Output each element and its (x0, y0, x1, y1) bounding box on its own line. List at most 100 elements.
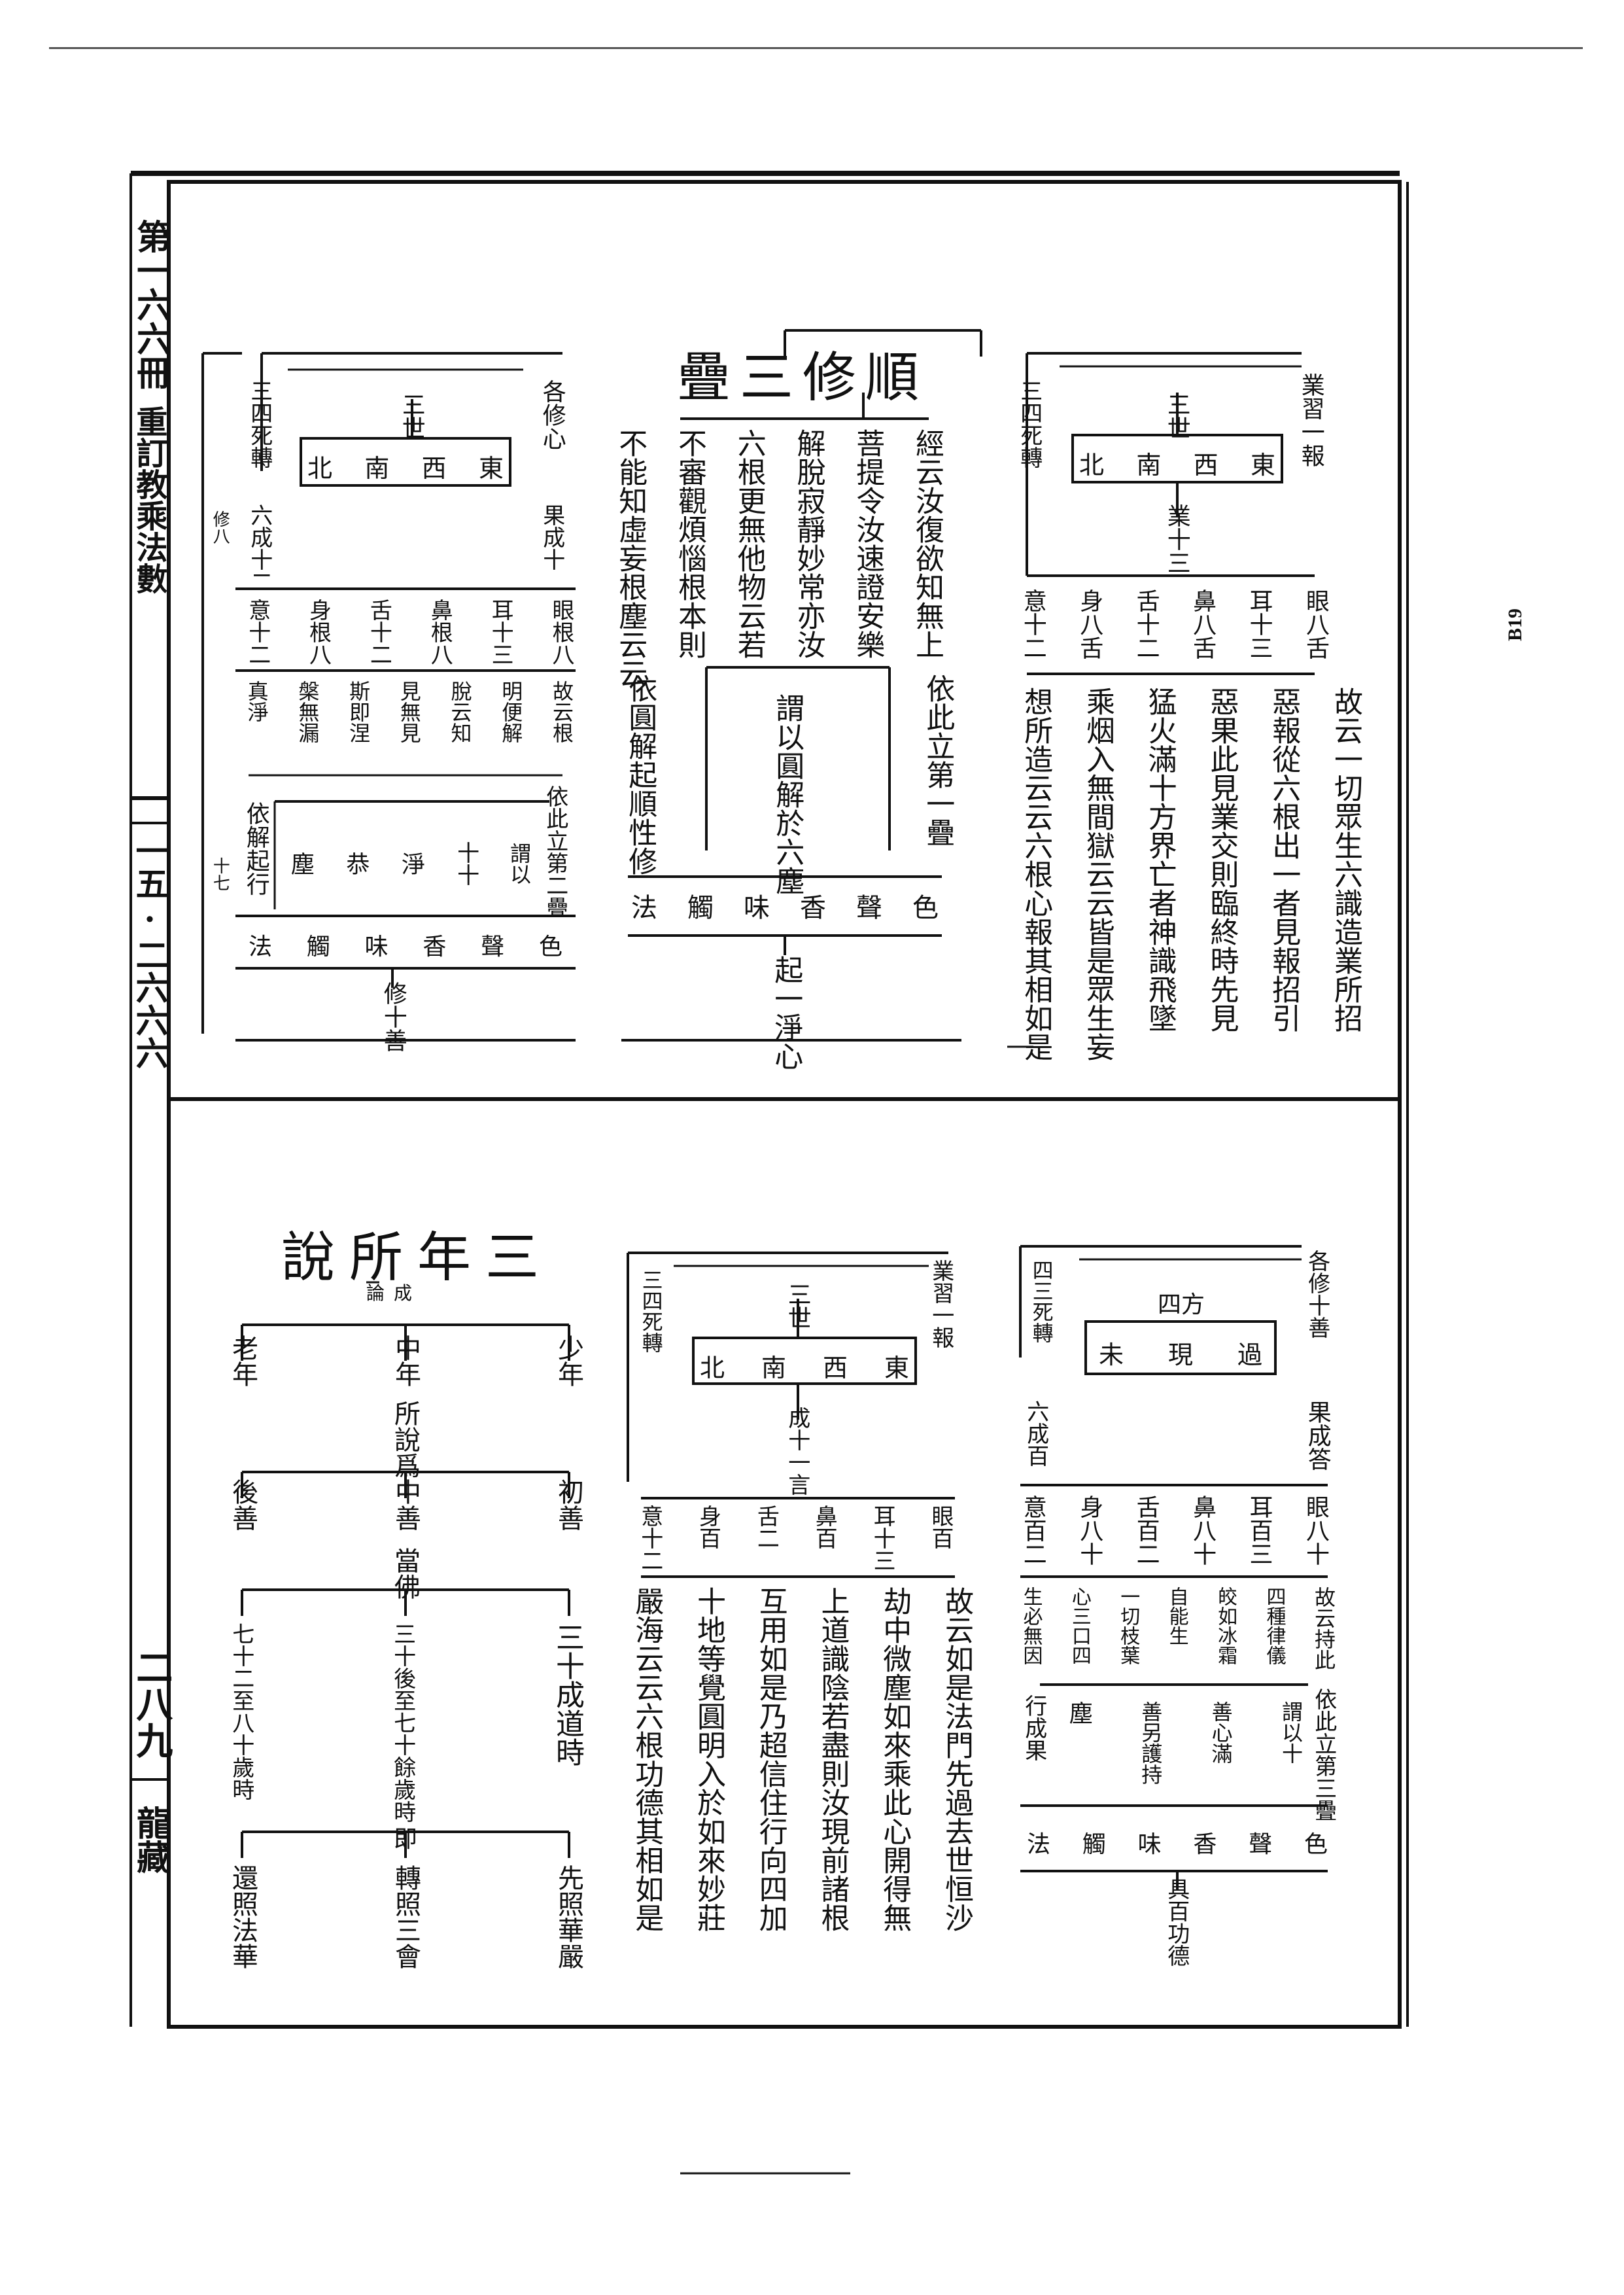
dust-item: 法 (1027, 1831, 1051, 1858)
direction-label: 西 (1193, 451, 1218, 480)
age-item: 中年 (390, 1335, 421, 1387)
times-row: 三十成道時 三十後至七十餘歲時 七十二至八十歲時 (228, 1622, 584, 1825)
root-item: 身八十 (1076, 1495, 1103, 1566)
lr-times: 過 現 未 (1099, 1335, 1262, 1371)
lower-title: 三年所說 (281, 1227, 554, 1289)
mid-right-label: 依此立第一疊 (921, 674, 955, 847)
subtitle-char: 論 (366, 1282, 385, 1304)
root-item: 耳十三 (487, 599, 514, 665)
ur-side: 三四死轉 (1016, 379, 1043, 468)
lm-roots: 眼百 耳十三 鼻百 舌二 身百 意十二 (637, 1505, 954, 1573)
root-item: 意十二 (1019, 589, 1046, 659)
root-item: 意百二 (1019, 1495, 1046, 1566)
dust-item: 味 (744, 893, 770, 923)
ur-roots: 眼八舌 耳十三 鼻八舌 舌十二 身八舌 意十二 (1019, 589, 1329, 667)
lr-dusts-row: 色 聲 香 味 觸 法 (1027, 1825, 1328, 1859)
ul-side-note-1: 修八 (210, 510, 230, 544)
sutra-col: 菩提令汝速證安樂 (851, 429, 885, 659)
sutra-col: 經云汝復欲知無上 (910, 429, 944, 659)
purified-item: 善另護持 (1138, 1701, 1164, 1785)
margin-page-ref: 一五·二六六六 (130, 834, 169, 1069)
text-col: 惡報從六根出一者見報招引 (1267, 687, 1301, 1032)
ur-directions: 東 西 南 北 (1079, 445, 1275, 481)
ages-row: 少年 中年 老年 (228, 1335, 583, 1407)
dust-item: 色 (912, 893, 939, 923)
margin-page-number: 二八九 (130, 1649, 173, 1759)
upper-dusts-row: 色 聲 香 味 觸 法 (631, 886, 939, 924)
time-label: 現 (1167, 1340, 1193, 1369)
root-item: 耳十三 (869, 1505, 896, 1571)
purified-item: 善心滿 (1208, 1701, 1234, 1764)
good-item: 中善 (390, 1479, 421, 1531)
root-item: 舌百二 (1132, 1495, 1160, 1566)
ur-hub: 業十三 (1163, 504, 1190, 574)
effect-item: 明便解 (498, 680, 524, 743)
purified-item: 塵 (1065, 1701, 1092, 1725)
purified-item: 十十 (453, 841, 479, 886)
direction-label: 南 (364, 454, 390, 483)
pure-mind-label: 起一淨心 (769, 955, 803, 1070)
effect-item: 生必無因 (1019, 1586, 1043, 1665)
dust-item: 味 (364, 934, 389, 960)
upper-sutra-text: 經云汝復欲知無上 菩提令汝速證安樂 解脫寂靜妙常亦汝 六根更無他物云若 不審觀煩… (613, 429, 944, 688)
direction-label: 南 (1136, 451, 1162, 480)
purified-item: 謂以十 (1278, 1701, 1304, 1764)
root-item: 鼻八舌 (1189, 589, 1217, 659)
lm-directions: 東 西 南 北 (700, 1348, 909, 1384)
sutra-col: 不審觀煩惱根本則 (672, 429, 706, 659)
subtitle-char: 成 (394, 1282, 413, 1304)
lr-relies-right: 依此立第三疊 (1310, 1688, 1337, 1821)
time-item: 三十成道時 (551, 1622, 584, 1766)
effect-item: 心三口四 (1067, 1586, 1091, 1665)
ul-top-right: 各修心 (538, 379, 566, 450)
root-item: 身根八 (305, 599, 332, 665)
time-item: 七十二至八十歲時 (228, 1622, 254, 1800)
illum-item: 先照華嚴 (553, 1865, 583, 1969)
dust-item: 香 (800, 893, 826, 923)
ul-mid-right: 果成十 (538, 504, 565, 570)
effect-item: 故云根 (549, 680, 574, 743)
purified-item: 塵 (286, 852, 314, 875)
text-col: 想所造云云六根心報其相如是 (1019, 687, 1053, 1061)
text-col: 惡果此見業交則臨終時先見 (1205, 687, 1239, 1032)
dust-item: 色 (538, 934, 562, 960)
lm-hub: 成十一言 (784, 1407, 810, 1496)
direction-label: 北 (700, 1354, 725, 1382)
effect-item: 脫云知 (447, 680, 473, 743)
mid-center-label: 謂以圓解於六塵 (770, 693, 804, 895)
ji-label: 即 (394, 1826, 418, 1853)
dust-item: 觸 (1082, 1831, 1106, 1858)
root-item: 鼻八十 (1189, 1495, 1217, 1566)
ul-world: 三世 (398, 393, 425, 440)
illum-item: 轉照三會 (390, 1865, 421, 1969)
effect-item: 自能生 (1165, 1586, 1188, 1645)
text-col: 互用如是乃超信住行向四加 (753, 1586, 787, 1932)
margin-collection: 龍藏 (130, 1806, 171, 1874)
text-col: 上道識陰若盡則汝現前諸根 (816, 1586, 850, 1932)
ur-text: 故云一切眾生六識造業所招 惡報從六根出一者見報招引 惡果此見業交則臨終時先見 猛… (1019, 687, 1362, 1066)
dust-item: 色 (1304, 1831, 1328, 1858)
ul-side: 三四死轉 (246, 379, 273, 468)
effect-item: 四種律儀 (1262, 1586, 1286, 1665)
margin-volume: 第一六六冊 (130, 219, 171, 389)
effect-item: 斯即涅 (346, 680, 371, 743)
time-label: 未 (1099, 1340, 1124, 1369)
ul-side-note-2: 十七 (210, 857, 230, 891)
lr-roots: 眼八十 耳百三 鼻八十 舌百二 身八十 意百二 (1019, 1495, 1329, 1573)
root-item: 鼻根八 (426, 599, 453, 665)
root-item: 舌十二 (366, 599, 392, 665)
lower-subtitle: 成 論 (366, 1279, 412, 1305)
time-item: 三十後至七十餘歲時 (389, 1622, 416, 1823)
purified-item: 恭 (342, 852, 370, 875)
text-col: 十地等覺圓明入於如來妙莊 (691, 1586, 725, 1932)
root-item: 身百 (695, 1505, 721, 1549)
ul-relies-right: 依此立第二疊 (542, 785, 568, 919)
top-rule (49, 47, 1583, 49)
margin-book-title: 重訂教乘法數 (130, 406, 167, 594)
dang-label: 當佛 (390, 1547, 420, 1600)
sutra-col: 六根更無他物云若 (732, 429, 766, 659)
age-item: 少年 (553, 1335, 583, 1387)
dust-item: 香 (423, 934, 447, 960)
effect-item: 故云持此 (1311, 1586, 1336, 1670)
